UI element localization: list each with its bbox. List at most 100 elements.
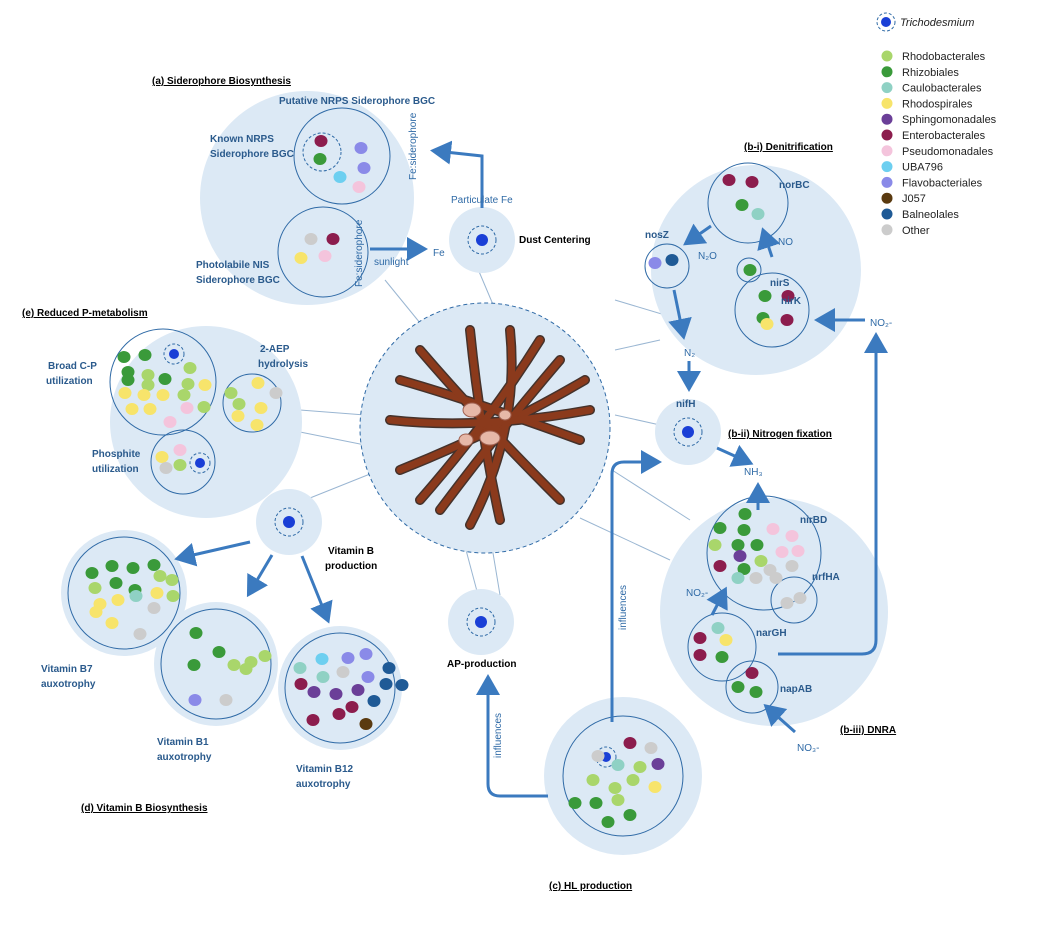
bacteria-dot-101 <box>212 646 226 658</box>
label-influences-2: influences <box>493 713 504 758</box>
bacteria-dot-95 <box>147 602 161 614</box>
trichodesmium-ring-6 <box>189 452 211 474</box>
bacteria-dot-50 <box>749 686 763 698</box>
bacteria-dot-127 <box>623 737 637 749</box>
bacteria-dots <box>85 135 807 828</box>
bacteria-dot-110 <box>341 652 355 664</box>
bacteria-dot-86 <box>165 574 179 586</box>
bacteria-dot-12 <box>735 199 749 211</box>
bacteria-dot-57 <box>121 374 135 386</box>
bacteria-dot-55 <box>183 362 197 374</box>
bacteria-dot-63 <box>177 389 191 401</box>
bacteria-dot-2 <box>354 142 368 154</box>
label-b1-2: auxotrophy <box>157 752 212 763</box>
bacteria-dot-0 <box>314 135 328 147</box>
bacteria-dot-117 <box>351 684 365 696</box>
bacteria-dot-124 <box>359 718 373 730</box>
bacteria-dot-130 <box>611 759 625 771</box>
bacteria-dot-6 <box>304 233 318 245</box>
legend: Trichodesmium RhodobacteralesRhizobiales… <box>876 12 997 237</box>
bacteria-dot-93 <box>111 594 125 606</box>
bacteria-dot-20 <box>780 314 794 326</box>
bacteria-dot-66 <box>143 403 157 415</box>
bacteria-dot-21 <box>760 318 774 330</box>
legend-label-7: UBA796 <box>902 162 943 174</box>
bacteria-dot-10 <box>722 174 736 186</box>
label-napAB: napAB <box>780 684 812 695</box>
bacteria-dot-40 <box>769 572 783 584</box>
bacteria-dot-126 <box>395 679 409 691</box>
bacteria-dot-47 <box>715 651 729 663</box>
label-photolabile-2: Siderophore BGC <box>196 275 280 286</box>
trichodesmium-dot-5 <box>169 349 179 359</box>
bacteria-dot-122 <box>306 714 320 726</box>
label-nirBD: nirBD <box>800 515 827 526</box>
label-nosZ: nosZ <box>645 230 669 241</box>
bacteria-dot-105 <box>239 663 253 675</box>
bacteria-dot-39 <box>749 572 763 584</box>
bacteria-dot-102 <box>227 659 241 671</box>
bacteria-dot-60 <box>118 387 132 399</box>
label-no: NO <box>778 237 793 248</box>
legend-label-1: Rhizobiales <box>902 67 959 79</box>
legend-label-0: Rhodobacterales <box>902 51 986 63</box>
legend-swatch-10 <box>881 208 893 220</box>
central-colony <box>359 302 611 554</box>
label-particulate-fe: Particulate Fe <box>451 195 513 206</box>
label-b12-2: auxotrophy <box>296 779 351 790</box>
bacteria-dot-72 <box>269 387 283 399</box>
bacteria-dot-106 <box>188 694 202 706</box>
section-dnra: (b-iii) DNRA <box>840 725 896 736</box>
label-aep-2: hydrolysis <box>258 359 308 370</box>
trichodesmium-dot-1 <box>682 426 694 438</box>
label-nifH: nifH <box>676 399 695 410</box>
trichodesmium-ring-0 <box>467 225 497 255</box>
bacteria-dot-98 <box>133 628 147 640</box>
bacteria-dot-135 <box>626 774 640 786</box>
bacteria-dot-37 <box>785 560 799 572</box>
bacteria-dot-8 <box>294 252 308 264</box>
bacteria-dot-28 <box>731 539 745 551</box>
bacteria-dot-11 <box>745 176 759 188</box>
bacteria-dot-29 <box>750 539 764 551</box>
bacteria-dot-104 <box>258 650 272 662</box>
bacteria-dot-107 <box>219 694 233 706</box>
bacteria-dot-51 <box>117 351 131 363</box>
trichodesmium-dot-2 <box>283 516 295 528</box>
bacteria-dot-56 <box>158 373 172 385</box>
label-known-nrps-2: Siderophore BGC <box>210 149 294 160</box>
trichodesmium-dot-6 <box>195 458 205 468</box>
bacteria-dot-113 <box>316 671 330 683</box>
bacteria-dot-67 <box>180 402 194 414</box>
bacteria-dot-74 <box>254 402 268 414</box>
legend-label-9: J057 <box>902 193 926 205</box>
bacteria-dot-41 <box>780 597 794 609</box>
bacteria-dot-62 <box>156 389 170 401</box>
label-vitamin-b-production-2: production <box>325 561 377 572</box>
label-vitamin-b-production-1: Vitamin B <box>328 546 374 557</box>
label-aep-1: 2-AEP <box>260 344 290 355</box>
bacteria-dot-114 <box>336 666 350 678</box>
bacteria-dot-73 <box>232 398 246 410</box>
label-phosphite-1: Phosphite <box>92 449 141 460</box>
bacteria-dot-58 <box>141 379 155 391</box>
section-nitrogen-fixation: (b-ii) Nitrogen fixation <box>728 429 832 440</box>
label-putative-nrps: Putative NRPS Siderophore BGC <box>279 96 435 107</box>
label-phosphite-2: utilization <box>92 464 139 475</box>
label-fe-siderophore-1: Fe:siderophore <box>408 112 419 180</box>
bacteria-dot-59 <box>181 378 195 390</box>
bacteria-dot-131 <box>633 761 647 773</box>
label-norBC: norBC <box>779 180 810 191</box>
bacteria-dot-5 <box>352 181 366 193</box>
bacteria-dot-78 <box>155 451 169 463</box>
bacteria-dot-109 <box>315 653 329 665</box>
label-broad-cp-2: utilization <box>46 376 93 387</box>
label-nrfHA: nrfHA <box>812 572 840 583</box>
label-no2-in: NO₂- <box>870 318 892 329</box>
label-broad-cp-1: Broad C-P <box>48 361 97 372</box>
bacteria-dot-17 <box>758 290 772 302</box>
label-ap-production: AP-production <box>447 659 516 670</box>
bacteria-dot-96 <box>89 606 103 618</box>
bacteria-dot-38 <box>731 572 745 584</box>
